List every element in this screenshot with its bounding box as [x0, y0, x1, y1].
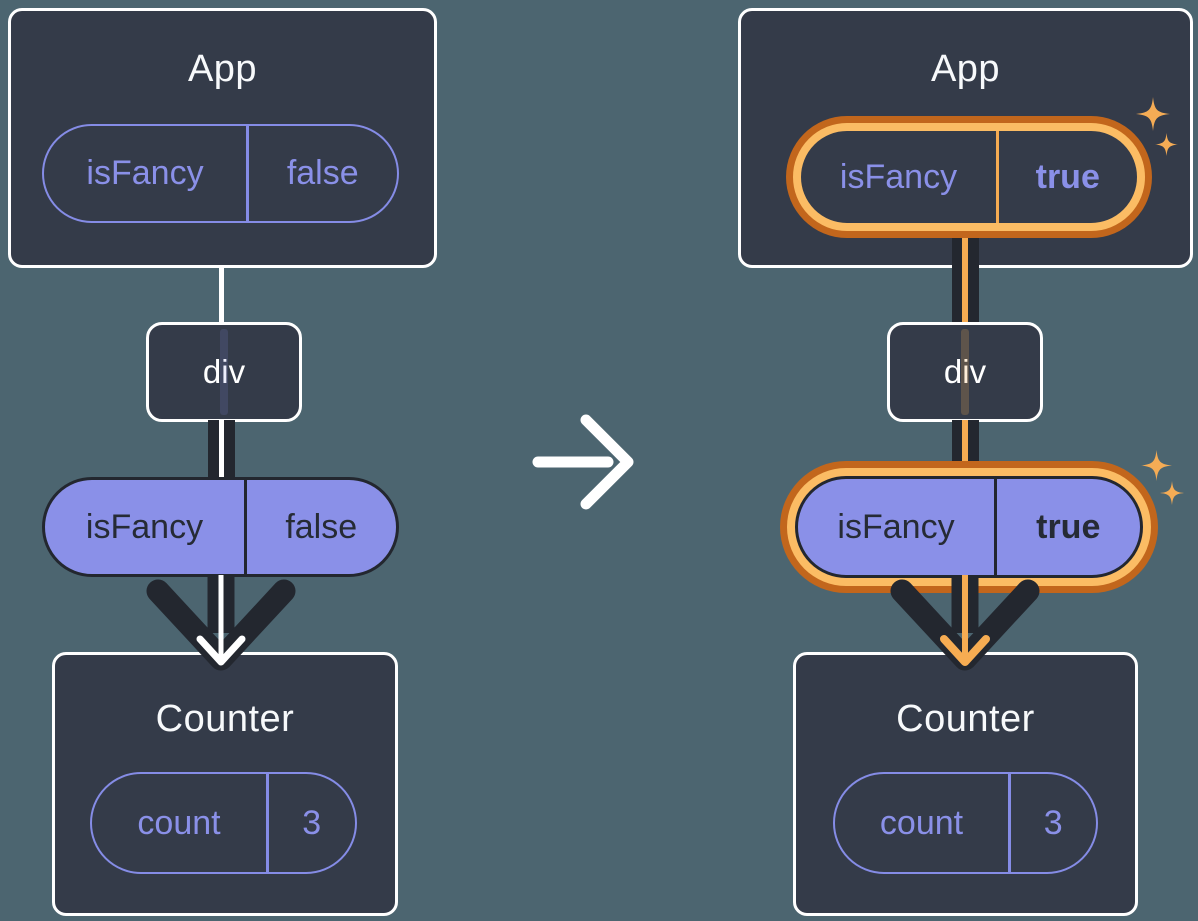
- app-title: App: [187, 48, 258, 90]
- app-state-pill: isFancy false: [42, 124, 399, 223]
- prop-flow-core: [219, 420, 224, 478]
- prop-flow-core: [962, 228, 968, 322]
- div-node-box: div: [887, 322, 1043, 422]
- pill-divider: [244, 480, 247, 574]
- state-value: 3: [1043, 803, 1063, 842]
- state-name: count: [879, 803, 964, 842]
- pill-divider: [266, 774, 269, 872]
- prop-flow-core: [962, 420, 968, 478]
- sparkle-icon: [1141, 450, 1172, 481]
- state-value: true: [1035, 157, 1100, 196]
- pass-through-line: [220, 329, 228, 415]
- counter-title: Counter: [155, 698, 295, 740]
- state-value: false: [286, 154, 359, 192]
- app-state-pill-highlighted: isFancy true: [793, 123, 1145, 231]
- pass-through-line: [961, 329, 969, 415]
- counter-title: Counter: [896, 698, 1035, 740]
- count-state-pill: count 3: [90, 772, 357, 874]
- sparkle-icon: [1160, 481, 1184, 505]
- state-name: count: [137, 803, 221, 842]
- state-name: isFancy: [839, 157, 958, 196]
- div-label: div: [202, 353, 246, 390]
- state-name: isFancy: [86, 154, 204, 192]
- sparkle-icon: [1136, 97, 1170, 131]
- app-title: App: [930, 48, 1001, 90]
- tree-edge: [219, 266, 224, 324]
- state-value: 3: [302, 803, 322, 842]
- div-label: div: [943, 353, 987, 390]
- prop-pill-highlighted: isFancy true: [795, 476, 1143, 578]
- arrow-down-icon: [146, 575, 296, 671]
- transition-arrow-icon: [532, 414, 634, 510]
- pill-divider: [994, 479, 997, 575]
- prop-value: false: [285, 507, 358, 546]
- pill-divider: [1008, 774, 1011, 872]
- prop-name: isFancy: [837, 507, 955, 546]
- pill-divider: [996, 131, 999, 223]
- prop-value: true: [1036, 507, 1101, 546]
- count-state-pill: count 3: [833, 772, 1098, 874]
- arrow-down-icon: [890, 575, 1040, 671]
- prop-pill: isFancy false: [42, 477, 399, 577]
- pill-divider: [246, 126, 249, 221]
- div-node-box: div: [146, 322, 302, 422]
- prop-name: isFancy: [85, 507, 204, 546]
- sparkle-icon: [1155, 133, 1178, 156]
